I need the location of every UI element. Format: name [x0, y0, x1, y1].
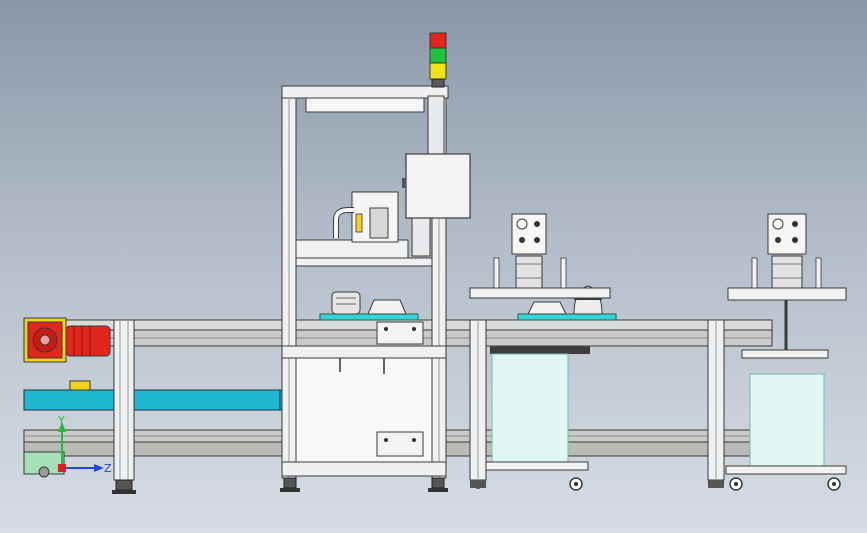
support-legs-right	[707, 319, 725, 488]
workstation-frame	[280, 85, 449, 492]
vertical-axis	[411, 95, 445, 257]
signal-tower-icon	[429, 32, 447, 88]
dispensing-head	[295, 191, 409, 259]
triad-y-label: Y	[57, 414, 65, 427]
coordinate-triad-icon: Y Z	[57, 414, 112, 475]
gear-motor-icon	[23, 317, 111, 363]
support-legs-mid	[469, 319, 487, 488]
pallet-left	[319, 291, 419, 321]
press-station-1	[469, 213, 611, 299]
triad-z-label: Z	[104, 462, 112, 475]
electrical-control-box	[402, 153, 471, 219]
press-station-2	[727, 213, 847, 359]
belt-sensor-bracket	[69, 380, 91, 391]
left-support-legs	[112, 319, 136, 494]
tank-2	[725, 373, 847, 491]
tank-1	[475, 346, 590, 491]
